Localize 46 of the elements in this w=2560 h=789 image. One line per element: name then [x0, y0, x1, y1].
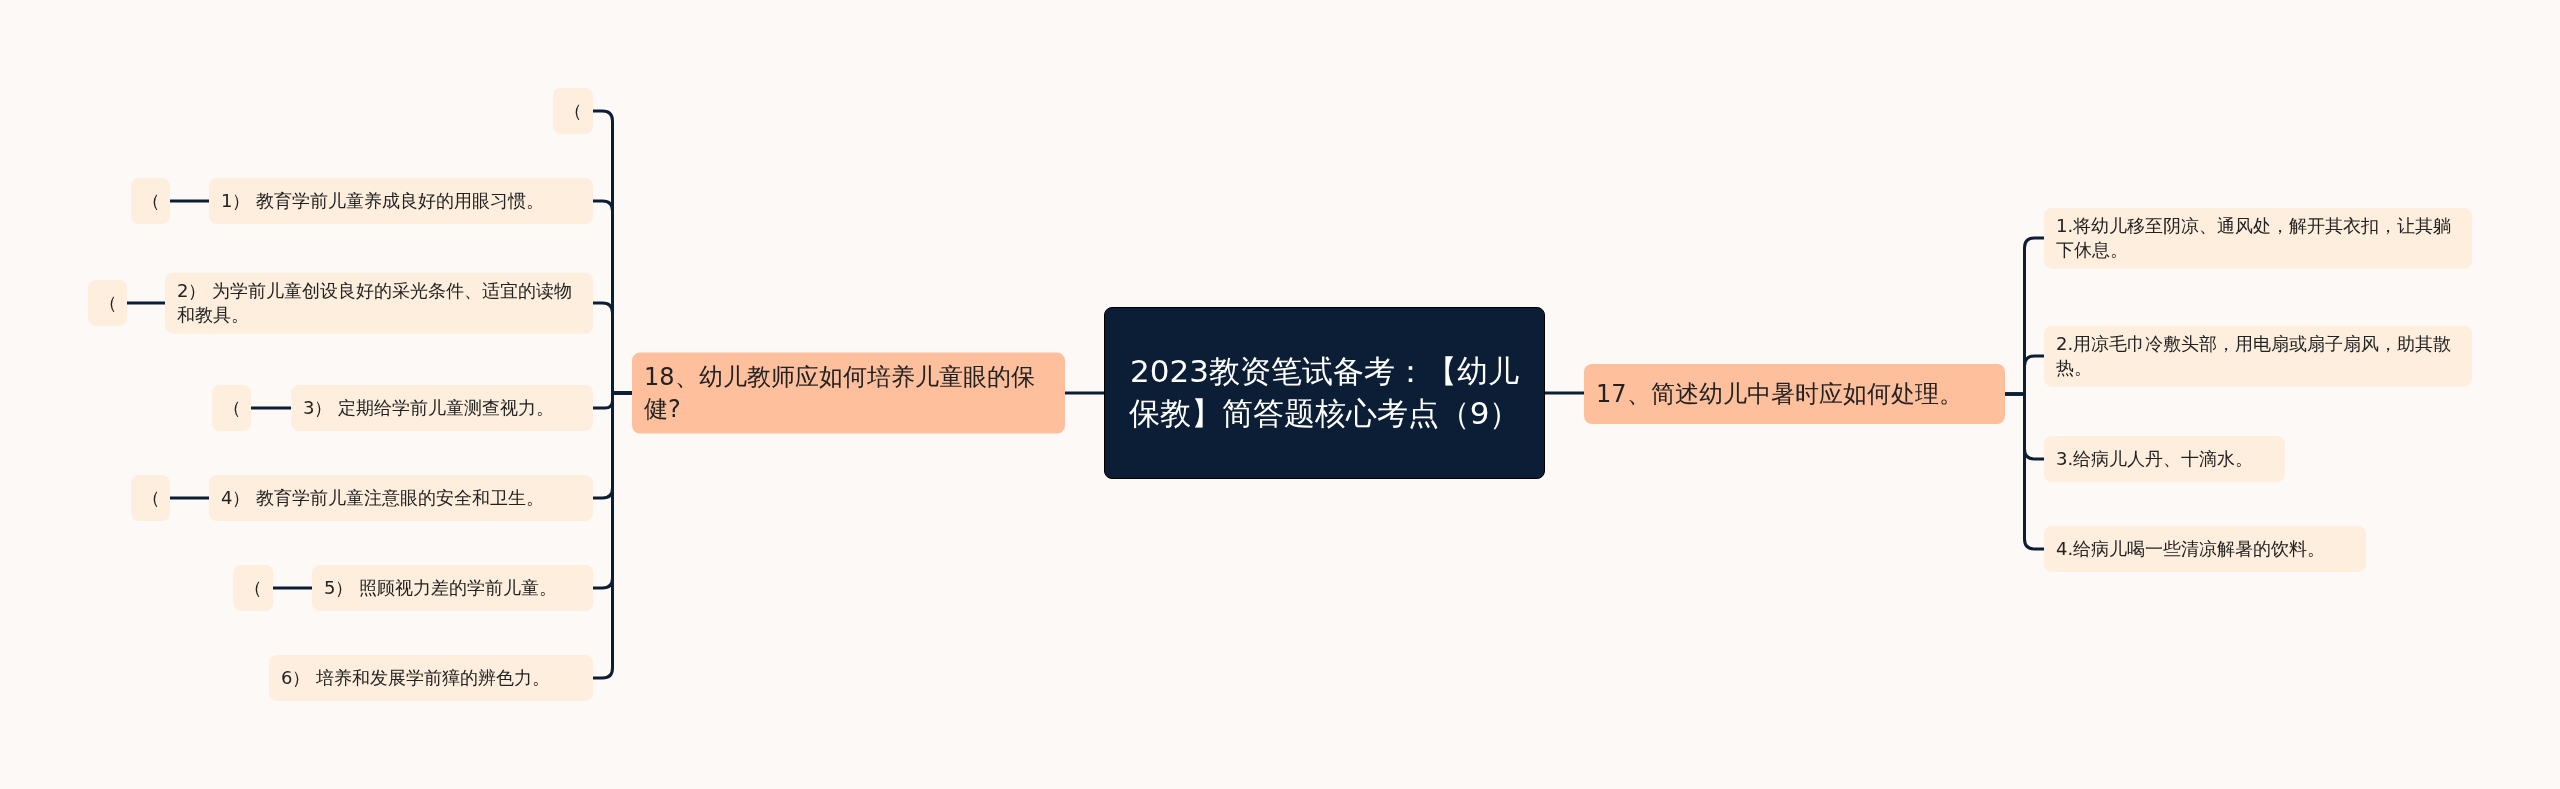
node-text: （: [222, 395, 241, 420]
subtopic-box: [553, 88, 593, 134]
subtopic-box: [209, 178, 593, 224]
node-text: 3.给病儿人丹、十滴水。: [2056, 446, 2254, 471]
topic-box: [1584, 364, 2005, 424]
node-text: （: [141, 188, 160, 213]
central-topic-box: [1104, 307, 1545, 479]
connector-line: [170, 199, 209, 203]
connector-line: [273, 586, 312, 590]
subtopic-box: [165, 272, 593, 334]
connector-line: [127, 301, 165, 305]
subtopic-box: [2044, 325, 2472, 387]
connector-line: [251, 406, 291, 410]
node-text: （: [564, 98, 582, 123]
subtopic-box: [88, 280, 127, 326]
subtopic-box: [2044, 207, 2472, 269]
node-text: 5） 照顾视力差的学前儿童。: [324, 575, 558, 600]
connector-line: [1545, 391, 1584, 395]
subtopic-box: [2044, 526, 2366, 572]
subtopic-box: [2044, 436, 2285, 482]
node-text: 1） 教育学前儿童养成良好的用眼习惯。: [221, 188, 545, 213]
node-text: 4） 教育学前儿童注意眼的安全和卫生。: [221, 485, 545, 510]
node-text: 2.用凉毛巾冷敷头部，用电扇或扇子扇风，助其散热。: [2056, 331, 2453, 380]
subtopic-box: [131, 475, 170, 521]
subtopic-box: [269, 655, 593, 701]
node-text: 17、简述幼儿中暑时应如何处理。: [1596, 378, 1963, 410]
subtopic-box: [212, 385, 251, 431]
node-text: 1.将幼儿移至阴凉、通风处，解开其衣扣，让其躺下休息。: [2056, 213, 2453, 262]
node-text: （: [244, 575, 262, 600]
connector-line: [170, 496, 209, 500]
subtopic-box: [312, 565, 593, 611]
subtopic-box: [131, 178, 170, 224]
node-text: 6） 培养和发展学前獐的辨色力。: [281, 665, 551, 690]
node-text: （: [98, 290, 117, 315]
subtopic-box: [233, 565, 273, 611]
node-text: 2023教资笔试备考：【幼儿保教】简答题核心考点（9）: [1127, 352, 1522, 433]
node-text: （: [141, 485, 160, 510]
node-text: 2） 为学前儿童创设良好的采光条件、适宜的读物和教具。: [177, 278, 574, 327]
subtopic-box: [291, 385, 593, 431]
connector-line: [1065, 391, 1104, 395]
node-text: 3） 定期给学前儿童测查视力。: [303, 395, 555, 420]
subtopic-box: [209, 475, 593, 521]
topic-box: [632, 352, 1065, 434]
node-text: 4.给病儿喝一些清凉解暑的饮料。: [2056, 536, 2326, 561]
node-text: 18、幼儿教师应如何培养儿童眼的保健?: [644, 361, 1036, 425]
connector-line: [2005, 392, 2044, 551]
